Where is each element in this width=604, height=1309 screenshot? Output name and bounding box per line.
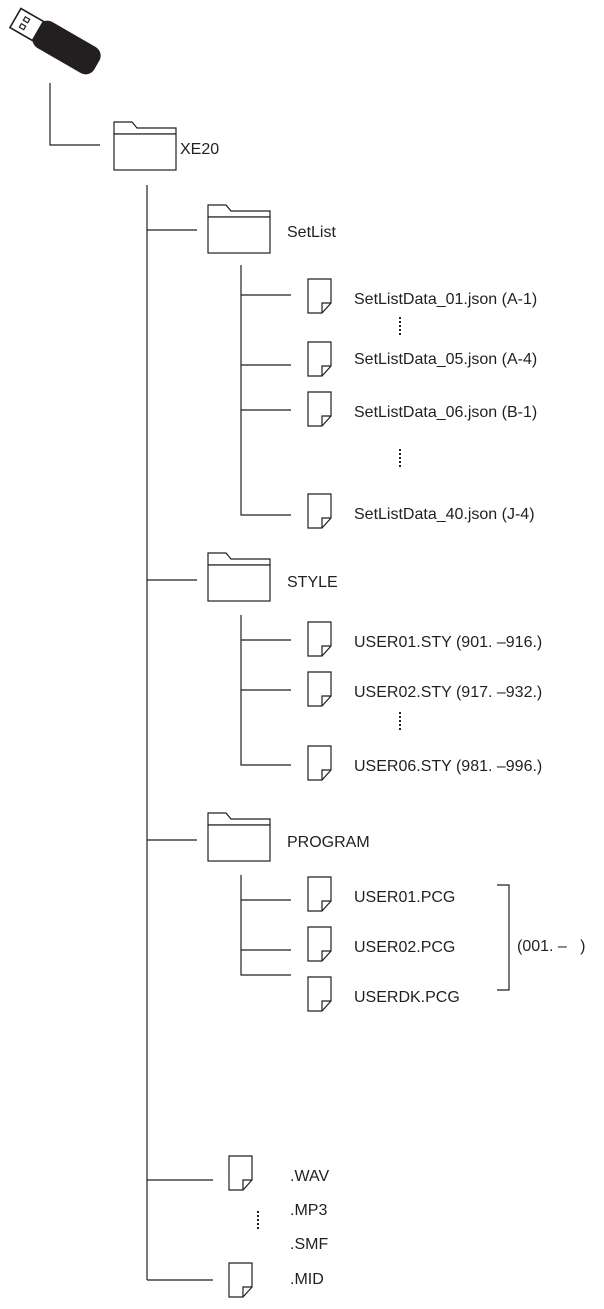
style-file-label: USER06.STY (981. –996.) [354, 758, 543, 775]
file-icon [307, 341, 332, 377]
audio-file-label: .WAV [290, 1168, 330, 1185]
folder-icon [207, 552, 271, 602]
folder-icon [113, 121, 177, 171]
setlist-folder-label: SetList [287, 224, 336, 241]
file-icon [307, 671, 332, 707]
vertical-dots-icon [399, 712, 401, 730]
style-file-label: USER01.STY (901. –916.) [354, 634, 543, 651]
style-folder-label: STYLE [287, 574, 338, 591]
setlist-file-label: SetListData_01.json (A-1) [354, 291, 538, 308]
file-icon [307, 876, 332, 912]
program-file-label: USER02.PCG [354, 939, 456, 956]
audio-file-label: .MP3 [290, 1202, 328, 1219]
vertical-dots-icon [399, 317, 401, 335]
setlist-file-label: SetListData_40.json (J-4) [354, 506, 535, 523]
vertical-dots-icon [399, 449, 401, 467]
file-icon [228, 1262, 253, 1298]
vertical-dots-icon [257, 1211, 259, 1229]
root-folder-label: XE20 [180, 141, 220, 158]
file-icon [307, 391, 332, 427]
style-file-label: USER02.STY (917. –932.) [354, 684, 543, 701]
file-icon [307, 493, 332, 529]
file-icon [307, 278, 332, 314]
usb-drive-icon [8, 7, 101, 75]
program-range-label: (001. – ) [517, 938, 586, 955]
audio-file-label: .MID [290, 1271, 324, 1288]
audio-file-label: .SMF [290, 1236, 329, 1253]
program-file-label: USERDK.PCG [354, 989, 460, 1006]
file-icon [307, 745, 332, 781]
program-folder-label: PROGRAM [287, 834, 370, 851]
program-file-label: USER01.PCG [354, 889, 456, 906]
folder-icon [207, 812, 271, 862]
setlist-file-label: SetListData_05.json (A-4) [354, 351, 538, 368]
folder-icon [207, 204, 271, 254]
file-icon [307, 926, 332, 962]
file-icon [307, 621, 332, 657]
file-icon [307, 976, 332, 1012]
file-icon [228, 1155, 253, 1191]
tree-connectors [49, 83, 510, 1281]
setlist-file-label: SetListData_06.json (B-1) [354, 404, 538, 421]
